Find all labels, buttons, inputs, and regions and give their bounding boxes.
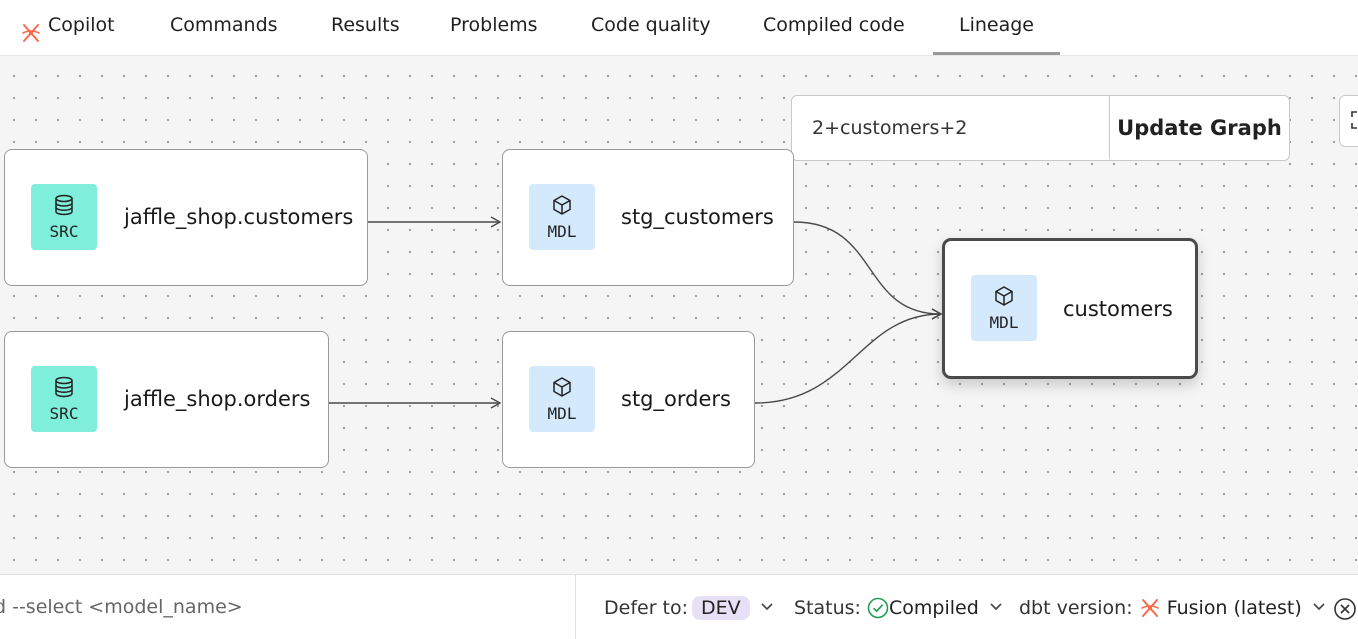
command-input[interactable]	[0, 575, 576, 639]
node-kind: MDL	[547, 404, 577, 423]
tab-copilot[interactable]: Copilot	[20, 0, 115, 54]
node-model-customers[interactable]: MDL customers	[942, 238, 1198, 379]
version-label: dbt version:	[1019, 597, 1133, 619]
node-kind: MDL	[547, 222, 577, 241]
source-badge: SRC	[31, 184, 97, 250]
source-badge: SRC	[31, 366, 97, 432]
node-source-customers[interactable]: SRC jaffle_shop.customers	[4, 149, 368, 286]
panel-tab-bar: Copilot Commands Results Problems Code q…	[0, 0, 1358, 56]
dbt-fusion-icon	[1139, 597, 1161, 626]
lineage-edges	[329, 216, 943, 409]
database-icon	[55, 194, 73, 216]
version-value: Fusion (latest)	[1166, 597, 1302, 619]
tab-label: Problems	[450, 14, 538, 36]
status-label: Status:	[794, 597, 861, 619]
tab-results[interactable]: Results	[331, 0, 400, 54]
dbt-fusion-icon	[20, 13, 42, 42]
node-model-stg-orders[interactable]: MDL stg_orders	[502, 331, 755, 468]
graph-selector-input[interactable]	[792, 96, 1109, 159]
node-label: jaffle_shop.orders	[124, 387, 311, 411]
model-badge: MDL	[529, 184, 595, 250]
fullscreen-button[interactable]	[1339, 95, 1358, 147]
tab-label: Lineage	[959, 14, 1034, 36]
cube-icon	[553, 195, 571, 215]
tab-label: Compiled code	[763, 14, 905, 36]
model-badge: MDL	[971, 275, 1037, 341]
chevron-down-icon[interactable]	[760, 597, 774, 624]
database-icon	[55, 376, 73, 398]
tab-compiled-code[interactable]: Compiled code	[763, 0, 905, 54]
model-badge: MDL	[529, 366, 595, 432]
tab-lineage[interactable]: Lineage	[933, 0, 1060, 55]
graph-selector-form: Update Graph	[791, 95, 1290, 161]
edge-stg-orders-to-customers	[754, 308, 943, 404]
edge-stg-customers-to-customers	[793, 221, 943, 320]
expand-icon	[1351, 111, 1357, 129]
node-label: stg_customers	[621, 205, 774, 229]
tab-label: Code quality	[591, 14, 711, 36]
node-kind: SRC	[49, 404, 79, 423]
node-label: jaffle_shop.customers	[124, 205, 354, 229]
status-selector[interactable]: Status: Compiled	[794, 595, 1003, 621]
tab-problems[interactable]: Problems	[450, 0, 538, 54]
chevron-down-icon[interactable]	[1312, 597, 1326, 624]
tab-commands[interactable]: Commands	[170, 0, 278, 54]
defer-label: Defer to:	[604, 597, 689, 619]
node-label: stg_orders	[621, 387, 731, 411]
cube-icon	[553, 377, 571, 397]
check-circle-icon	[867, 597, 889, 626]
defer-value: DEV	[692, 596, 750, 620]
close-circle-icon[interactable]	[1333, 597, 1357, 621]
node-model-stg-customers[interactable]: MDL stg_customers	[502, 149, 794, 286]
node-source-orders[interactable]: SRC jaffle_shop.orders	[4, 331, 329, 468]
update-graph-button[interactable]: Update Graph	[1109, 96, 1289, 159]
dbt-version-selector[interactable]: dbt version: Fusion (latest)	[1019, 595, 1326, 621]
chevron-down-icon[interactable]	[989, 597, 1003, 624]
node-kind: MDL	[989, 313, 1019, 332]
status-value: Compiled	[889, 597, 979, 619]
node-label: customers	[1063, 297, 1173, 321]
tab-label: Results	[331, 14, 400, 36]
tab-label: Copilot	[48, 14, 115, 36]
defer-selector[interactable]: Defer to:DEV	[604, 595, 774, 621]
node-kind: SRC	[49, 222, 79, 241]
cube-icon	[995, 286, 1013, 306]
bottom-status-bar: Defer to:DEV Status: Compiled dbt versio…	[0, 574, 1358, 639]
tab-label: Commands	[170, 14, 278, 36]
tab-code-quality[interactable]: Code quality	[591, 0, 711, 54]
lineage-canvas[interactable]: Update Graph SRC jaffle_shop.customers	[0, 56, 1358, 574]
